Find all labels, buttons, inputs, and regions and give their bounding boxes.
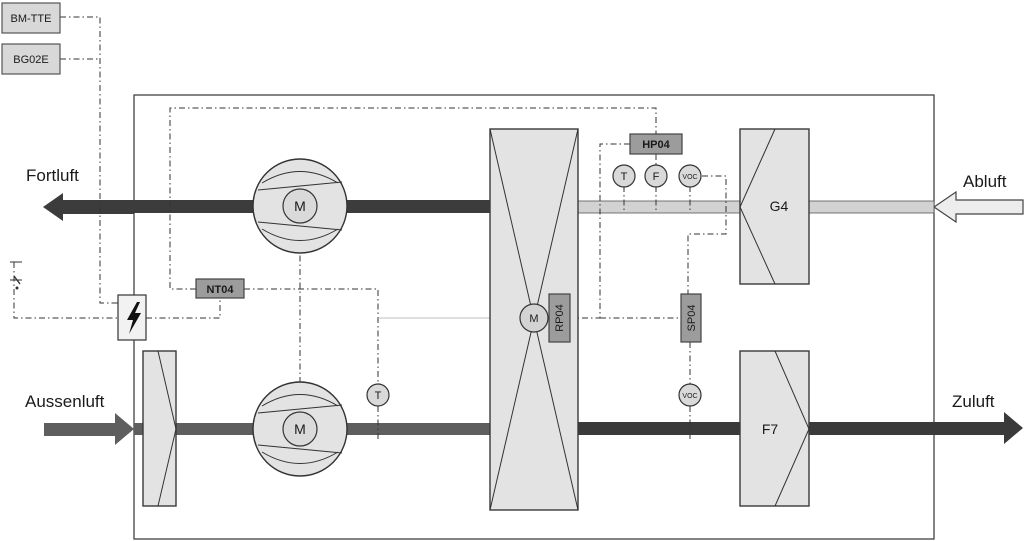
supply-fan-motor-label: M — [294, 421, 306, 437]
supply-voc-label: VOC — [682, 393, 697, 400]
sp04-label: SP04 — [686, 305, 698, 332]
zuluft-outlet-arrow — [934, 412, 1023, 444]
abluft-label: Abluft — [963, 172, 1007, 191]
exhaust-duct-light-mid — [577, 200, 741, 214]
hp04-label: HP04 — [642, 139, 670, 151]
supply-temp-label: T — [375, 390, 382, 402]
aussenluft-inlet-arrow — [44, 413, 134, 445]
supply-duct-c — [578, 422, 740, 435]
lightning-icon — [127, 302, 141, 334]
abluft-inlet-arrow — [932, 190, 1024, 224]
rp04-controller[interactable] — [548, 293, 571, 343]
exhaust-duct-dark-left — [134, 200, 254, 213]
bm-tte-box[interactable] — [1, 2, 61, 34]
g4-filter-label: G4 — [770, 198, 789, 214]
exhaust-flow-label: F — [653, 171, 660, 183]
supply-filter-f7[interactable] — [739, 350, 810, 507]
exhaust-temp-sensor[interactable] — [612, 164, 636, 188]
bg02e-label: BG02E — [13, 54, 48, 66]
outside-air-damper[interactable] — [142, 350, 177, 507]
bg02e-box[interactable] — [1, 43, 61, 75]
nt04-label: NT04 — [207, 284, 235, 296]
exhaust-filter-g4[interactable] — [739, 128, 810, 285]
fortluft-label: Fortluft — [26, 166, 79, 185]
exhaust-voc-sensor[interactable] — [678, 164, 702, 188]
sp04-controller[interactable] — [680, 293, 702, 343]
supply-duct-left — [134, 423, 144, 435]
supply-duct-b — [346, 423, 490, 435]
exhaust-flow-sensor[interactable] — [644, 164, 668, 188]
f7-filter-label: F7 — [762, 421, 779, 437]
repair-switch-icon — [10, 261, 22, 290]
aussenluft-label: Aussenluft — [25, 392, 105, 411]
exhaust-fan-motor-label: M — [294, 198, 306, 214]
exhaust-temp-label: T — [621, 171, 628, 183]
supply-duct-d — [808, 422, 934, 435]
supply-fan[interactable] — [252, 381, 348, 477]
rp04-label: RP04 — [554, 304, 566, 332]
zuluft-label: Zuluft — [952, 392, 995, 411]
fortluft-outlet-arrow — [43, 193, 134, 221]
supply-duct-a — [176, 423, 254, 435]
nt04-controller[interactable] — [195, 278, 245, 299]
heat-exchanger-motor-label: M — [529, 313, 538, 325]
exhaust-duct-dark-mid — [346, 200, 490, 213]
hp04-controller[interactable] — [629, 133, 683, 155]
exhaust-duct-light-right — [807, 200, 935, 214]
exhaust-voc-label: VOC — [682, 174, 697, 181]
supply-temp-sensor[interactable] — [366, 383, 390, 407]
bm-tte-label: BM-TTE — [11, 13, 52, 25]
exhaust-fan[interactable] — [252, 158, 348, 254]
supply-voc-sensor[interactable] — [678, 383, 702, 407]
